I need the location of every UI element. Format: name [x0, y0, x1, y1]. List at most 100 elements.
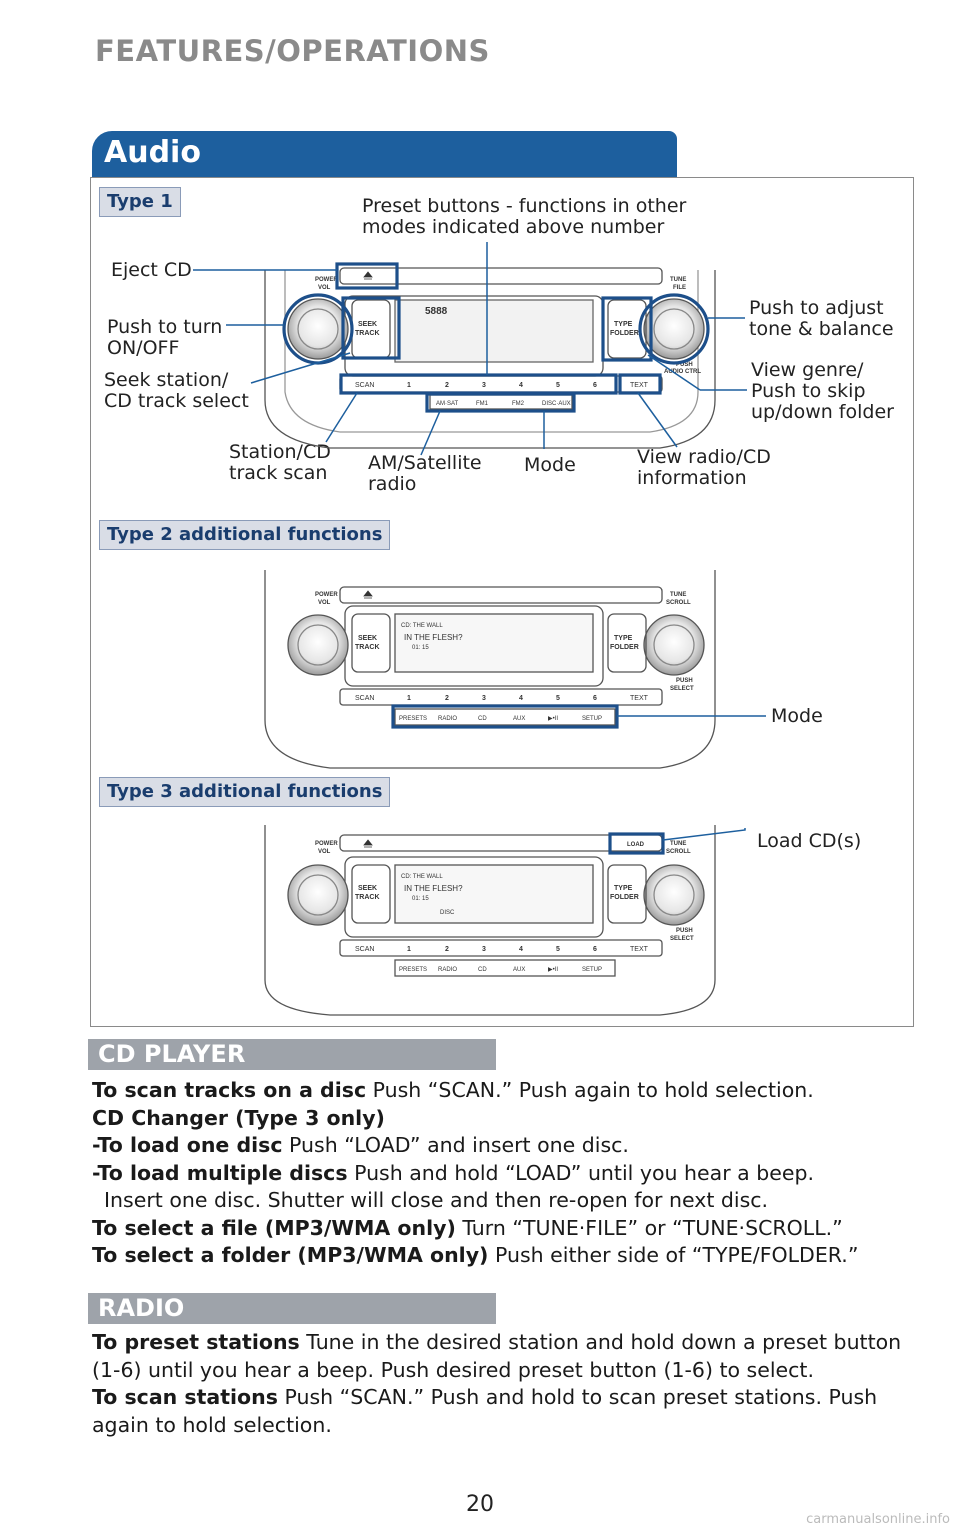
svg-text:TEXT: TEXT [630, 695, 649, 702]
type1-tag: Type 1 [99, 187, 181, 217]
svg-text:SCROLL: SCROLL [666, 600, 691, 606]
svg-text:1: 1 [407, 382, 411, 389]
svg-text:2: 2 [445, 695, 449, 702]
svg-text:4: 4 [519, 695, 523, 702]
type2-tag: Type 2 additional functions [99, 520, 391, 550]
svg-text:AM·SAT: AM·SAT [436, 401, 459, 407]
svg-text:POWER: POWER [315, 841, 338, 847]
radio-para-1: To preset stations Tune in the desired s… [92, 1330, 902, 1382]
t1-folder-label: TYPE [614, 321, 633, 328]
radio-para-2: To scan stations Push “SCAN.” Push and h… [92, 1385, 878, 1437]
callout-tone-balance: Push to adjust tone & balance [749, 297, 894, 340]
svg-text:FOLDER: FOLDER [610, 330, 639, 337]
svg-text:SEEK: SEEK [358, 635, 377, 642]
t1-tune-label: TUNE [670, 277, 686, 283]
svg-text:PUSH: PUSH [676, 678, 693, 684]
radio-diagrams: POWER VOL TUNE FILE PUSH AUDIO CTRL SEEK… [193, 242, 766, 1016]
svg-text:AUX: AUX [513, 967, 525, 973]
svg-text:PRESETS: PRESETS [399, 716, 427, 722]
svg-text:VOL: VOL [318, 285, 331, 291]
svg-text:1: 1 [407, 946, 411, 953]
callout-type2-mode: Mode [771, 705, 823, 727]
type3-radio [264, 825, 716, 1016]
cd-player-title: CD PLAYER [98, 1040, 246, 1068]
svg-text:CD: THE WALL: CD: THE WALL [401, 623, 443, 629]
cd-line-1: To scan tracks on a disc Push “SCAN.” Pu… [92, 1078, 814, 1102]
svg-text:▶•II: ▶•II [548, 967, 558, 973]
cd-line-2: CD Changer (Type 3 only) [92, 1105, 385, 1130]
cd-player-bar: CD PLAYER [88, 1039, 496, 1070]
svg-text:PUSH: PUSH [676, 928, 693, 934]
svg-text:CD: CD [478, 716, 487, 722]
svg-text:SELECT: SELECT [670, 686, 694, 692]
svg-text:TEXT: TEXT [630, 946, 649, 953]
svg-text:TYPE: TYPE [614, 885, 633, 892]
callout-load-cds: Load CD(s) [757, 830, 862, 852]
svg-text:SETUP: SETUP [582, 716, 602, 722]
svg-text:1: 1 [407, 695, 411, 702]
svg-text:4: 4 [519, 946, 523, 953]
svg-text:5: 5 [556, 946, 560, 953]
audio-section-title: Audio [104, 135, 201, 170]
svg-text:SCROLL: SCROLL [666, 849, 691, 855]
svg-text:RADIO: RADIO [438, 967, 457, 973]
callout-text-info: View radio/CD information [637, 446, 771, 489]
svg-text:▶•II: ▶•II [548, 716, 558, 722]
svg-text:VOL: VOL [318, 849, 331, 855]
page-header: FEATURES/OPERATIONS [95, 34, 490, 68]
radio-title: RADIO [98, 1294, 185, 1322]
cd-line-3: -To load one disc Push “LOAD” and insert… [92, 1133, 629, 1157]
svg-text:FM1: FM1 [476, 401, 489, 407]
svg-text:PRESETS: PRESETS [399, 967, 427, 973]
svg-text:AUDIO CTRL: AUDIO CTRL [664, 369, 701, 375]
svg-text:TRACK: TRACK [355, 894, 380, 901]
svg-text:SCAN: SCAN [355, 695, 374, 702]
svg-text:6: 6 [593, 695, 597, 702]
svg-text:TRACK: TRACK [355, 330, 380, 337]
callout-am-satellite: AM/Satellite radio [368, 452, 482, 495]
svg-text:01: 15: 01: 15 [412, 896, 429, 902]
svg-text:3: 3 [482, 946, 486, 953]
callout-eject-cd: Eject CD [111, 259, 192, 281]
svg-text:SCAN: SCAN [355, 946, 374, 953]
svg-text:4: 4 [519, 382, 523, 389]
radio-text: To preset stations Tune in the desired s… [92, 1329, 912, 1439]
cd-line-4: -To load multiple discs Push and hold “L… [92, 1160, 815, 1185]
svg-text:TUNE: TUNE [670, 841, 686, 847]
svg-text:CD: THE WALL: CD: THE WALL [401, 874, 443, 880]
svg-text:3: 3 [482, 382, 486, 389]
svg-text:IN THE FLESH?: IN THE FLESH? [404, 884, 463, 893]
svg-text:POWER: POWER [315, 592, 338, 598]
svg-text:AUX: AUX [513, 716, 525, 722]
svg-text:TYPE: TYPE [614, 635, 633, 642]
t1-power-label: POWER [315, 277, 338, 283]
callout-preset-buttons: Preset buttons - functions in other mode… [362, 195, 687, 238]
type2-radio [264, 570, 716, 769]
callout-seek: Seek station/ CD track select [104, 369, 249, 412]
svg-text:FOLDER: FOLDER [610, 894, 639, 901]
svg-text:FOLDER: FOLDER [610, 644, 639, 651]
svg-text:5: 5 [556, 382, 560, 389]
svg-text:FM2: FM2 [512, 401, 525, 407]
svg-text:RADIO: RADIO [438, 716, 457, 722]
svg-text:5: 5 [556, 695, 560, 702]
svg-text:01: 15: 01: 15 [412, 645, 429, 651]
callout-genre-folder: View genre/ Push to skip up/down folder [751, 359, 894, 423]
radio-bar: RADIO [88, 1293, 496, 1324]
audio-section-tab: Audio [92, 131, 677, 177]
svg-text:5888: 5888 [425, 306, 448, 317]
watermark: carmanualsonline.info [806, 1512, 950, 1527]
cd-line-5: Insert one disc. Shutter will close and … [104, 1188, 769, 1212]
page-number: 20 [466, 1492, 494, 1517]
svg-text:2: 2 [445, 382, 449, 389]
svg-text:SEEK: SEEK [358, 885, 377, 892]
t1-text-button[interactable]: TEXT [630, 382, 649, 389]
svg-text:SETUP: SETUP [582, 967, 602, 973]
svg-text:TUNE: TUNE [670, 592, 686, 598]
svg-text:FILE: FILE [673, 285, 686, 291]
svg-text:CD: CD [478, 967, 487, 973]
svg-text:2: 2 [445, 946, 449, 953]
svg-text:DISC: DISC [440, 910, 455, 916]
t1-scan-button[interactable]: SCAN [355, 382, 374, 389]
svg-text:PUSH: PUSH [676, 362, 693, 368]
